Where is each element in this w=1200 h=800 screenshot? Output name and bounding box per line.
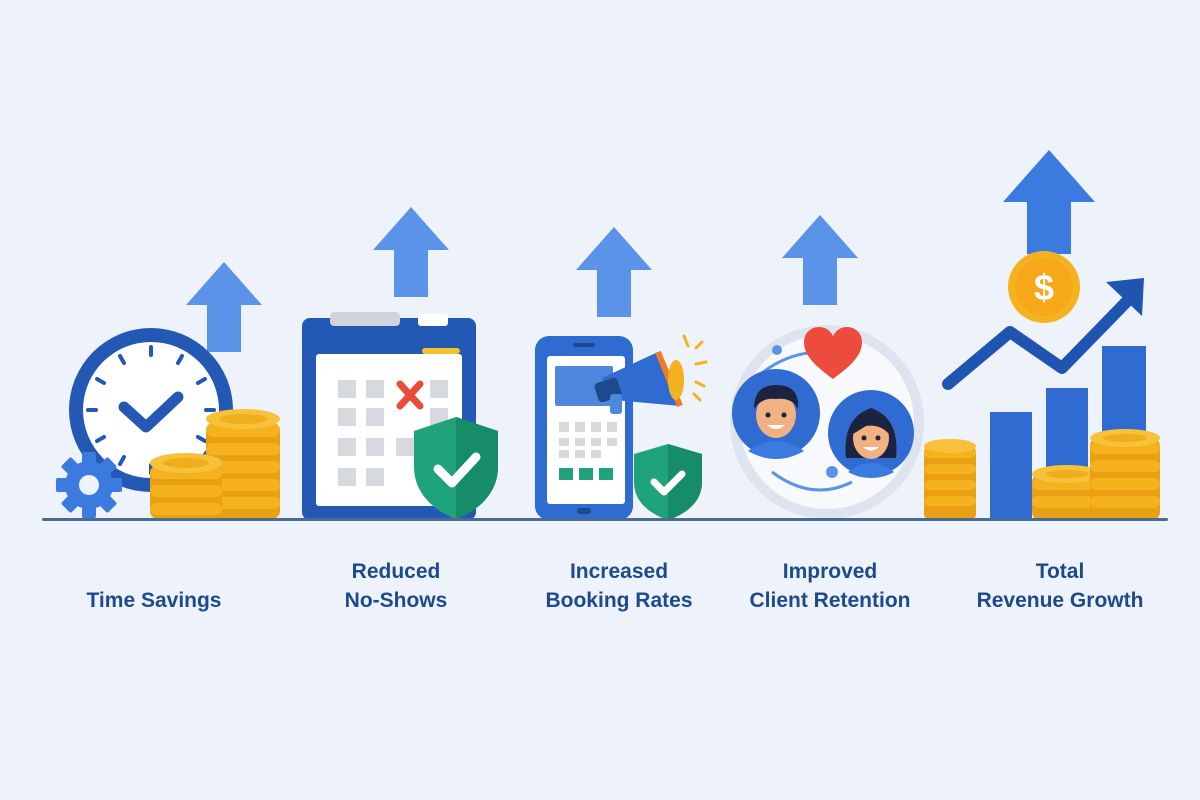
clock-icon xyxy=(69,328,233,492)
gear-icon xyxy=(56,452,122,518)
label-line1: Increased xyxy=(569,560,669,583)
up-arrow-icon xyxy=(373,207,449,297)
up-arrow-icon xyxy=(576,227,652,317)
label-line2: Revenue Growth xyxy=(976,589,1144,612)
label-line1 xyxy=(54,557,254,586)
client-avatar-man-icon xyxy=(732,369,820,459)
label-line2: Booking Rates xyxy=(545,589,693,612)
up-arrow-icon xyxy=(782,215,858,305)
coin-stacks-icon xyxy=(924,429,1160,520)
coin-stacks-icon xyxy=(150,409,280,519)
label-line2: No-Shows xyxy=(344,589,448,612)
baseline-divider xyxy=(42,518,1168,521)
svg-text:$: $ xyxy=(1034,267,1054,308)
label-increased-booking-rates: Increased Booking Rates xyxy=(519,557,719,615)
up-arrow-icon xyxy=(1003,150,1095,254)
label-improved-client-retention: Improved Client Retention xyxy=(730,557,930,615)
red-x-icon xyxy=(396,380,424,410)
label-time-savings: Time Savings xyxy=(54,557,254,615)
heart-icon xyxy=(804,327,862,379)
label-reduced-no-shows: Reduced No-Shows xyxy=(296,557,496,615)
label-line1: Reduced xyxy=(351,560,441,583)
check-shield-icon xyxy=(634,444,702,520)
megaphone-icon xyxy=(594,334,708,414)
label-line1: Improved xyxy=(782,560,878,583)
up-arrow-icon xyxy=(186,262,262,352)
check-shield-icon xyxy=(414,417,498,519)
label-line2: Time Savings xyxy=(86,589,222,612)
label-line1: Total xyxy=(1035,560,1085,583)
dollar-coin-icon: $ xyxy=(1008,251,1080,323)
trend-line-icon xyxy=(942,278,1144,390)
label-total-revenue-growth: Total Revenue Growth xyxy=(960,557,1160,615)
label-line2: Client Retention xyxy=(749,589,911,612)
client-avatar-woman-icon xyxy=(828,390,914,478)
